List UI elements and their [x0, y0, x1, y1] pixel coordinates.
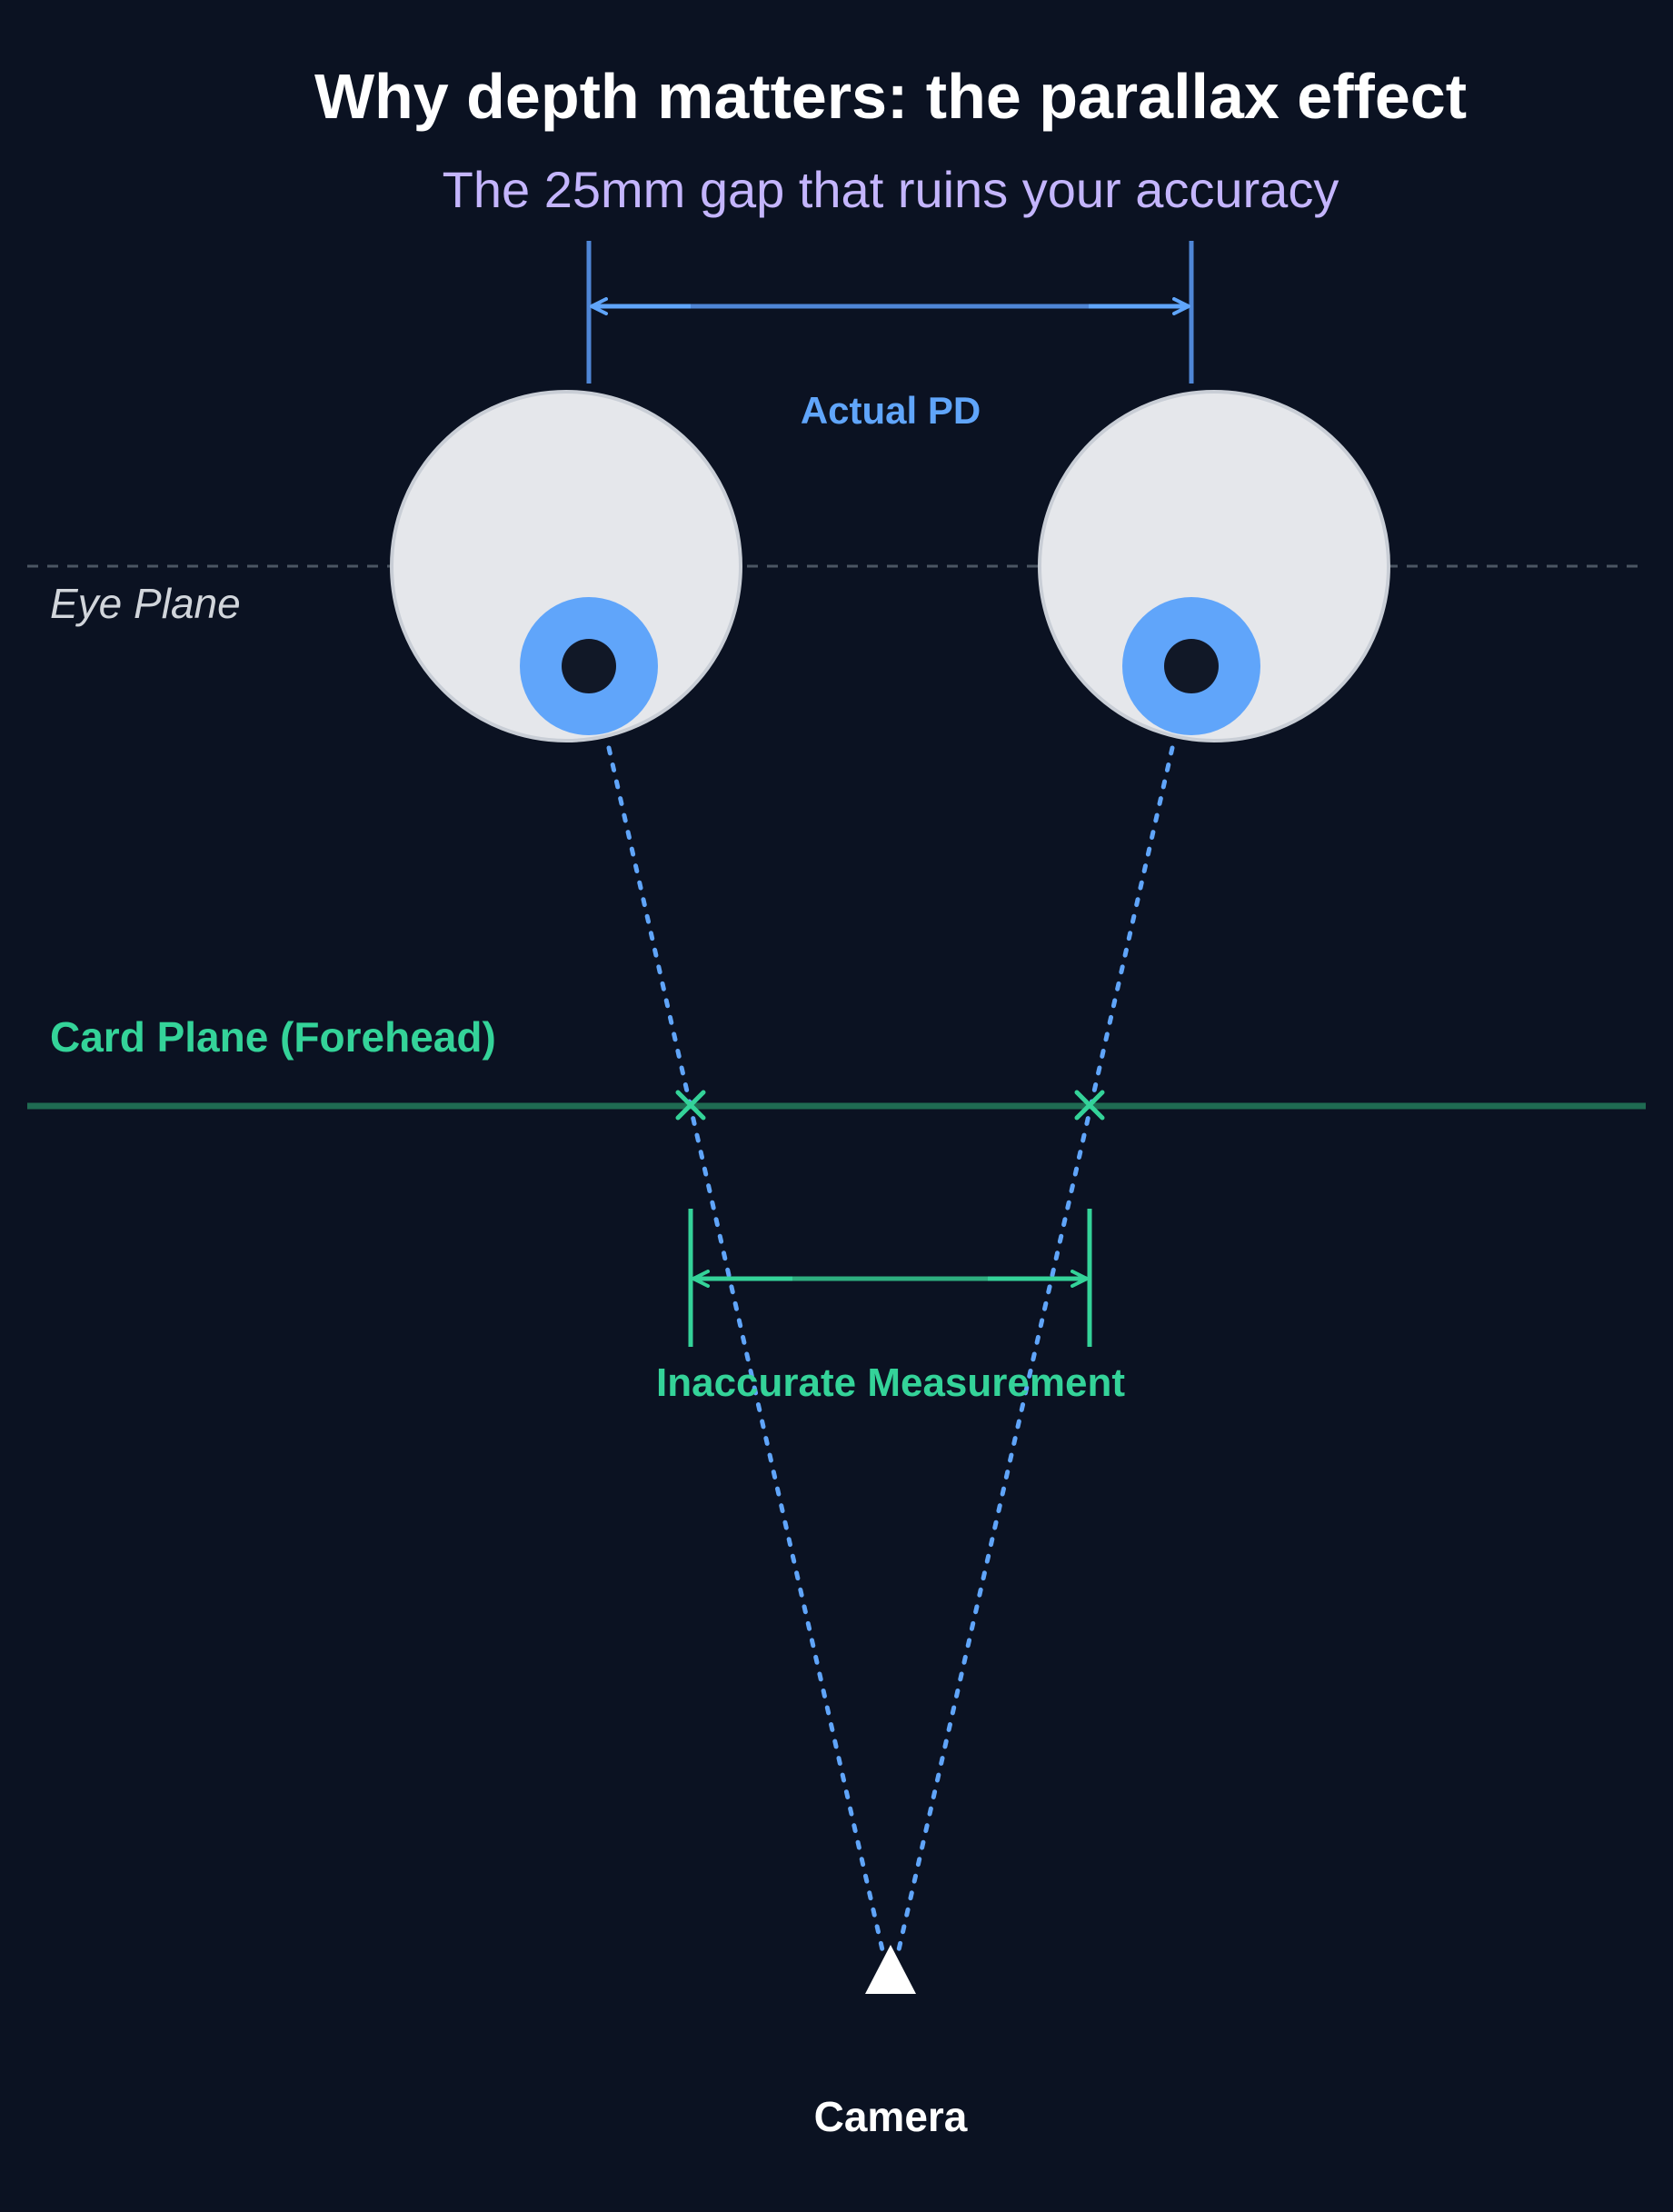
camera-icon	[865, 1945, 916, 1994]
card-plane-label: Card Plane (Forehead)	[50, 1013, 496, 1061]
page-title: Why depth matters: the parallax effect	[314, 61, 1467, 132]
intersection-mark-right	[1074, 1090, 1105, 1121]
right-pupil	[1164, 639, 1219, 693]
left-pupil	[562, 639, 616, 693]
measurement-bracket	[688, 1209, 1092, 1347]
inaccurate-measurement-label: Inaccurate Measurement	[656, 1360, 1125, 1405]
right-eye	[1038, 390, 1390, 742]
actual-pd-bracket	[586, 241, 1194, 384]
intersection-mark-left	[675, 1090, 706, 1121]
actual-pd-label: Actual PD	[801, 389, 981, 432]
sight-line-left	[606, 745, 886, 1957]
left-eye	[390, 390, 742, 742]
eye-plane-label: Eye Plane	[50, 580, 241, 627]
camera-label: Camera	[814, 2093, 968, 2140]
sight-line-right	[895, 745, 1175, 1957]
subtitle: The 25mm gap that ruins your accuracy	[443, 161, 1339, 218]
